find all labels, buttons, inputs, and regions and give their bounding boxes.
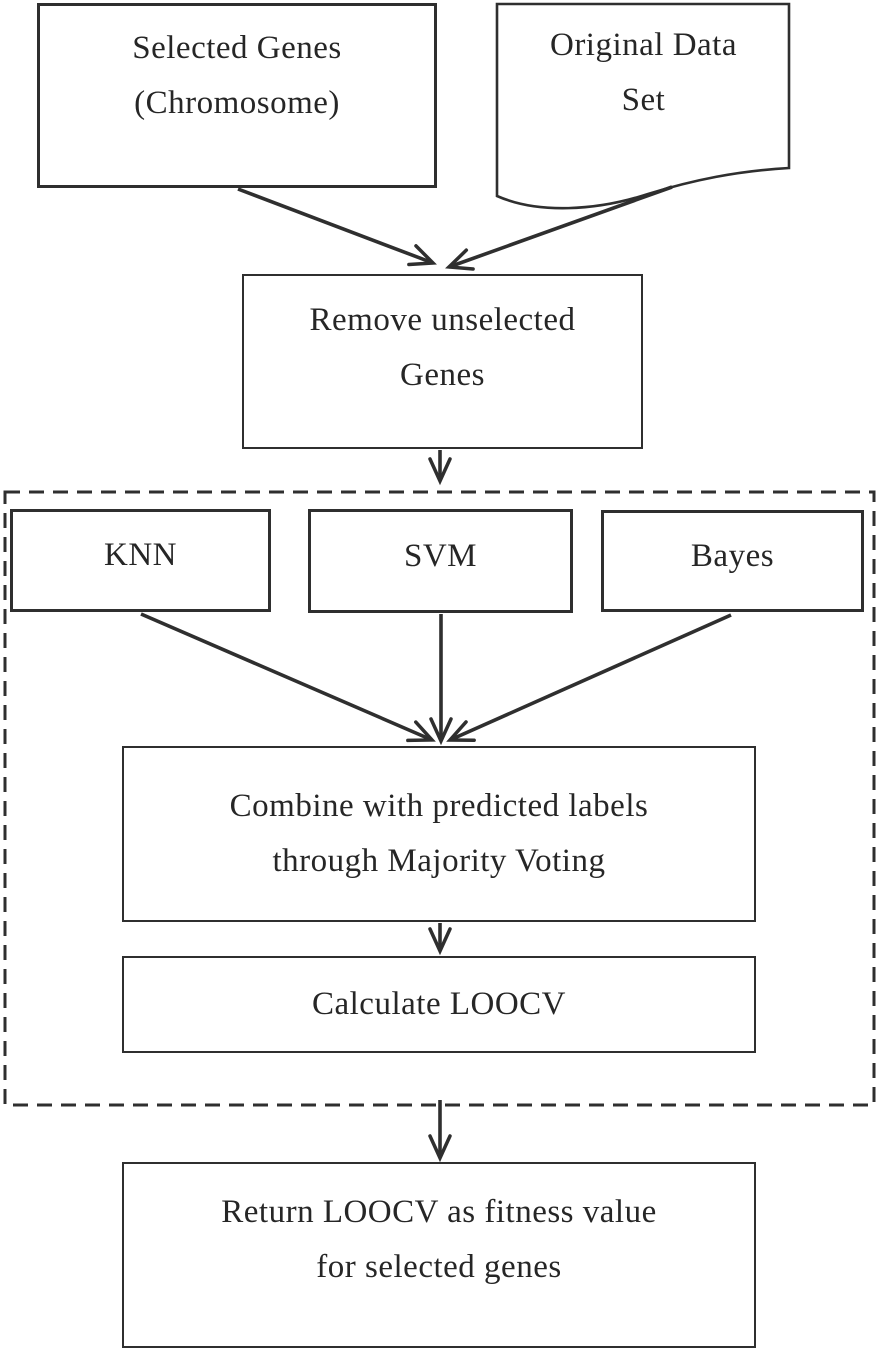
node-remove-line2: Genes (400, 356, 485, 393)
node-knn: KNN (10, 509, 271, 612)
arrow-knn-to-combine (140, 612, 436, 743)
node-svm: SVM (308, 509, 573, 613)
node-selected-genes: Selected Genes (Chromosome) (37, 3, 437, 188)
node-bayes-label: Bayes (690, 537, 775, 574)
node-majority-voting: Combine with predicted labels through Ma… (122, 746, 756, 922)
arrow-bayes-to-combine (446, 613, 732, 742)
node-calculate-label: Calculate LOOCV (311, 986, 567, 1022)
node-original-data-line1: Original Data (549, 27, 738, 63)
node-remove-line1: Remove unselected (309, 301, 576, 338)
node-remove-unselected-genes: Remove unselected Genes (242, 274, 643, 449)
node-return-line2: for selected genes (316, 1249, 562, 1285)
node-original-data-label: Original Data Set (497, 3, 790, 143)
arrow-selected-genes-to-remove (237, 187, 437, 267)
node-calculate-loocv: Calculate LOOCV (122, 956, 756, 1053)
node-return-fitness: Return LOOCV as fitness value for select… (122, 1162, 756, 1348)
node-svm-label: SVM (403, 537, 478, 574)
node-knn-label: KNN (104, 537, 177, 573)
node-bayes: Bayes (601, 510, 864, 612)
node-return-line1: Return LOOCV as fitness value (221, 1194, 657, 1230)
node-combine-line1: Combine with predicted labels (229, 788, 649, 824)
node-combine-line2: through Majority Voting (272, 843, 606, 879)
node-original-data-line2: Set (621, 82, 666, 118)
node-selected-genes-line2: (Chromosome) (134, 84, 340, 121)
node-selected-genes-line1: Selected Genes (132, 29, 342, 66)
arrow-original-data-to-remove (445, 185, 673, 271)
